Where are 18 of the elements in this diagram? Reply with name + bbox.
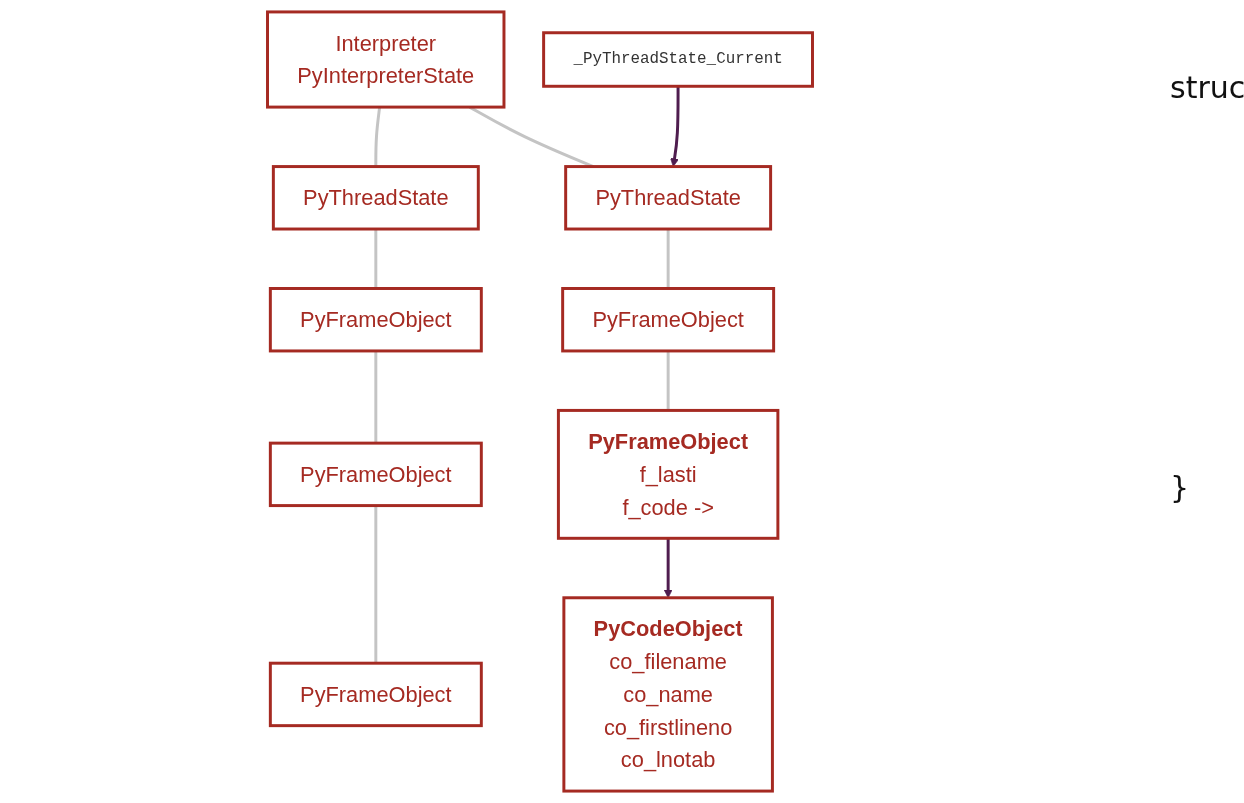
connector: [374, 505, 378, 664]
connector: [374, 229, 378, 289]
node-box: PyFrameObject: [268, 287, 483, 353]
node-box: PyFrameObject: [268, 661, 483, 728]
connector: [374, 350, 378, 444]
node-box: PyCodeObject co_filename co_name co_firstlineno co_lnotab: [562, 596, 774, 793]
node-box: _PyThreadState_Current: [542, 31, 814, 88]
node-box: Interpreter PyInterpreterState: [266, 10, 506, 109]
code-text: }: [1170, 470, 1190, 505]
node-box: PyThreadState: [271, 165, 480, 231]
node-box: PyThreadState: [564, 165, 773, 231]
connector: [666, 229, 670, 289]
arrow: [670, 86, 680, 167]
connector: [666, 350, 670, 411]
code-text: struc: [1170, 70, 1244, 105]
node-box: PyFrameObject: [561, 287, 776, 353]
node-box: PyFrameObject f_lasti f_code ->: [556, 408, 780, 540]
node-box: PyFrameObject: [268, 441, 483, 508]
